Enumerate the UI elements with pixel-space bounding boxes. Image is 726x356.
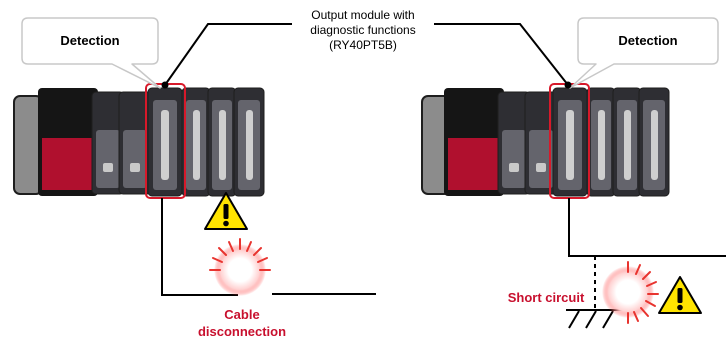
io-module-led bbox=[509, 163, 519, 172]
io-module-led bbox=[130, 163, 140, 172]
caption-leader-lines bbox=[164, 23, 569, 86]
output-module-slot bbox=[566, 110, 574, 180]
io-module-slot bbox=[219, 110, 226, 180]
module-caption: Output module with diagnostic functions … bbox=[268, 8, 458, 53]
leader-dot-right bbox=[564, 81, 572, 89]
warning-triangle-icon bbox=[204, 192, 248, 230]
detection-callout-left bbox=[21, 17, 161, 89]
detection-label-right: Detection bbox=[618, 33, 678, 48]
io-module-slot bbox=[651, 110, 658, 180]
io-module-slot bbox=[193, 110, 200, 180]
io-module-led bbox=[536, 163, 546, 172]
ground-icon bbox=[568, 310, 614, 329]
leader-line-right bbox=[434, 23, 569, 86]
cable-output bbox=[568, 198, 726, 257]
cpu-red-panel bbox=[42, 138, 94, 190]
io-module-led bbox=[103, 163, 113, 172]
io-module-face bbox=[123, 130, 147, 188]
detection-label-left: Detection bbox=[60, 33, 120, 48]
plc-rack-right bbox=[421, 83, 670, 199]
caption-line: (RY40PT5B) bbox=[329, 38, 397, 52]
io-module-slot bbox=[246, 110, 253, 180]
output-module-slot bbox=[161, 110, 169, 180]
io-module-face bbox=[96, 130, 120, 188]
wiring-left bbox=[161, 198, 376, 296]
detection-callout-right bbox=[569, 17, 719, 89]
rack-end-cap bbox=[13, 95, 43, 195]
plc-rack-left bbox=[13, 83, 265, 199]
cable-left-segment bbox=[161, 198, 238, 296]
short-circuit-label: Short circuit bbox=[498, 289, 594, 306]
leader-line-left bbox=[164, 23, 292, 86]
warning-triangle-icon bbox=[658, 276, 702, 314]
caption-line: diagnostic functions bbox=[310, 23, 416, 37]
cpu-red-panel bbox=[448, 138, 500, 190]
caption-line: Output module with bbox=[311, 8, 415, 22]
spark-burst-icon bbox=[602, 261, 659, 324]
spark-burst-icon bbox=[209, 238, 271, 296]
cable-disconnection-line: Cable bbox=[224, 307, 260, 322]
io-module-slot bbox=[598, 110, 605, 180]
io-module-face bbox=[529, 130, 553, 188]
cable-disconnection-line: disconnection bbox=[197, 324, 287, 339]
io-module-face bbox=[502, 130, 526, 188]
leader-dot-left bbox=[161, 81, 169, 89]
io-module-slot bbox=[624, 110, 631, 180]
cable-disconnection-label: Cable disconnection bbox=[186, 306, 298, 340]
